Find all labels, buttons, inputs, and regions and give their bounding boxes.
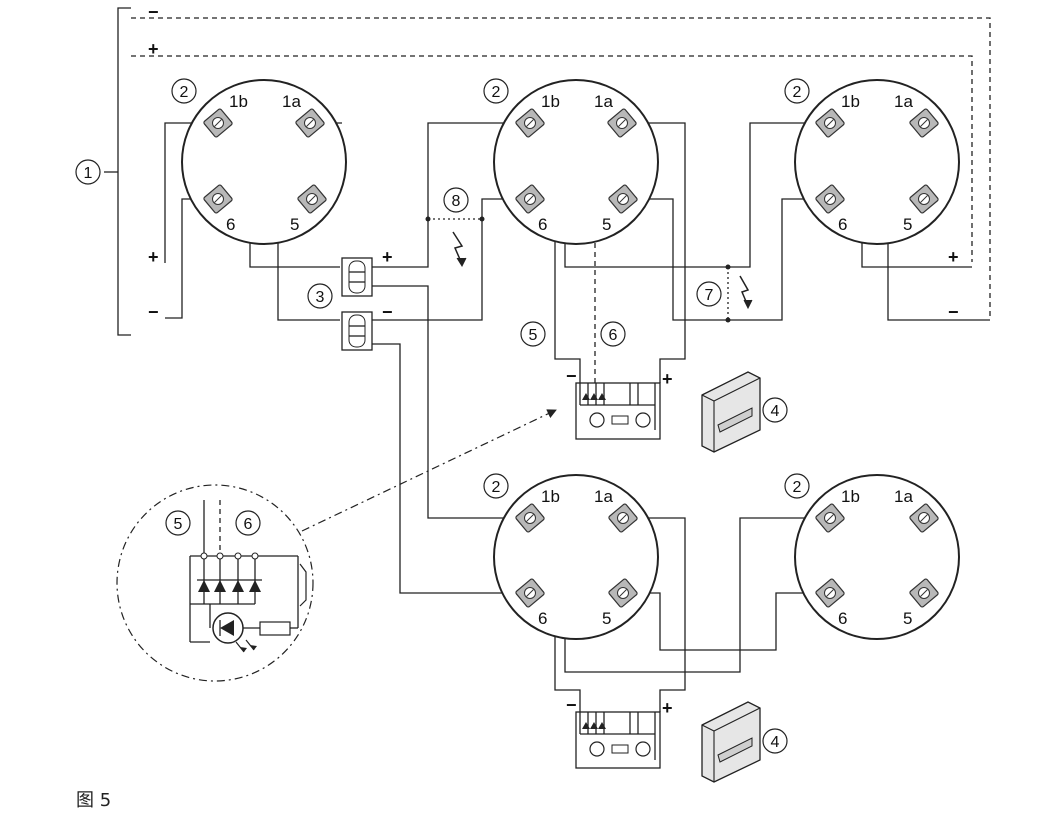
bus-plus-label: + <box>148 39 159 59</box>
callout-2: 2 <box>492 84 501 101</box>
svg-text:1b: 1b <box>229 92 248 111</box>
callout-5: 5 <box>174 516 183 533</box>
detector-base-d: 1b 1a 6 5 2 <box>483 473 659 640</box>
svg-text:1b: 1b <box>841 92 860 111</box>
callout-2: 2 <box>180 84 189 101</box>
lead-callouts-upper: 5 6 <box>520 321 626 347</box>
callout-1: 1 <box>84 165 93 182</box>
svg-text:5: 5 <box>290 215 299 234</box>
left-minus-label: − <box>148 302 159 322</box>
svg-text:5: 5 <box>602 215 611 234</box>
right-minus-label: − <box>948 302 959 322</box>
connector-blocks: + − 3 <box>307 247 393 351</box>
svg-text:6: 6 <box>538 609 547 628</box>
callout-3: 3 <box>316 289 325 306</box>
indicator-plus-label: + <box>662 369 673 389</box>
svg-text:1a: 1a <box>894 92 913 111</box>
callout-2: 2 <box>492 479 501 496</box>
svg-text:1a: 1a <box>894 487 913 506</box>
short-circuit-7: 7 <box>696 264 753 323</box>
svg-text:6: 6 <box>838 609 847 628</box>
indicator-plus-label: + <box>662 698 673 718</box>
svg-text:6: 6 <box>838 215 847 234</box>
detector-base-b: 1b 1a 6 5 2 <box>483 78 659 245</box>
indicator-device-lower: 4 <box>701 701 788 783</box>
bus-bracket: 1 <box>75 7 131 336</box>
bus-minus-label: − <box>148 2 159 22</box>
svg-text:5: 5 <box>903 609 912 628</box>
callout-5: 5 <box>529 327 538 344</box>
detector-base-a: 1b 1a 6 5 2 <box>171 78 347 245</box>
callout-4: 4 <box>771 734 780 751</box>
bus-lines: − + + − + − <box>131 2 991 322</box>
callout-6: 6 <box>244 516 253 533</box>
svg-text:1a: 1a <box>594 92 613 111</box>
svg-text:1a: 1a <box>282 92 301 111</box>
callout-6: 6 <box>609 327 618 344</box>
svg-text:5: 5 <box>602 609 611 628</box>
indicator-minus-label: − <box>566 366 577 386</box>
detail-magnifier: 5 6 <box>116 409 557 682</box>
svg-text:6: 6 <box>226 215 235 234</box>
remote-indicator-lower: − + <box>566 695 673 769</box>
short-circuit-8: 8 <box>425 187 485 268</box>
callout-4: 4 <box>771 403 780 420</box>
indicator-device-upper: 4 <box>701 371 788 453</box>
svg-text:5: 5 <box>903 215 912 234</box>
indicator-minus-label: − <box>566 695 577 715</box>
callout-2: 2 <box>793 84 802 101</box>
figure-caption: 图 5 <box>76 790 111 811</box>
svg-text:1b: 1b <box>541 487 560 506</box>
svg-text:1a: 1a <box>594 487 613 506</box>
svg-text:6: 6 <box>538 215 547 234</box>
block-minus-label: − <box>382 302 393 322</box>
svg-text:1b: 1b <box>841 487 860 506</box>
right-plus-label: + <box>948 247 959 267</box>
remote-indicator-upper: − + <box>566 366 673 440</box>
callout-2: 2 <box>793 479 802 496</box>
callout-7: 7 <box>705 287 714 304</box>
svg-text:1b: 1b <box>541 92 560 111</box>
detector-base-c: 1b 1a 6 5 2 <box>784 78 960 245</box>
callout-8: 8 <box>452 193 461 210</box>
left-plus-label: + <box>148 247 159 267</box>
detector-base-e: 1b 1a 6 5 2 <box>784 473 960 640</box>
block-plus-label: + <box>382 247 393 267</box>
